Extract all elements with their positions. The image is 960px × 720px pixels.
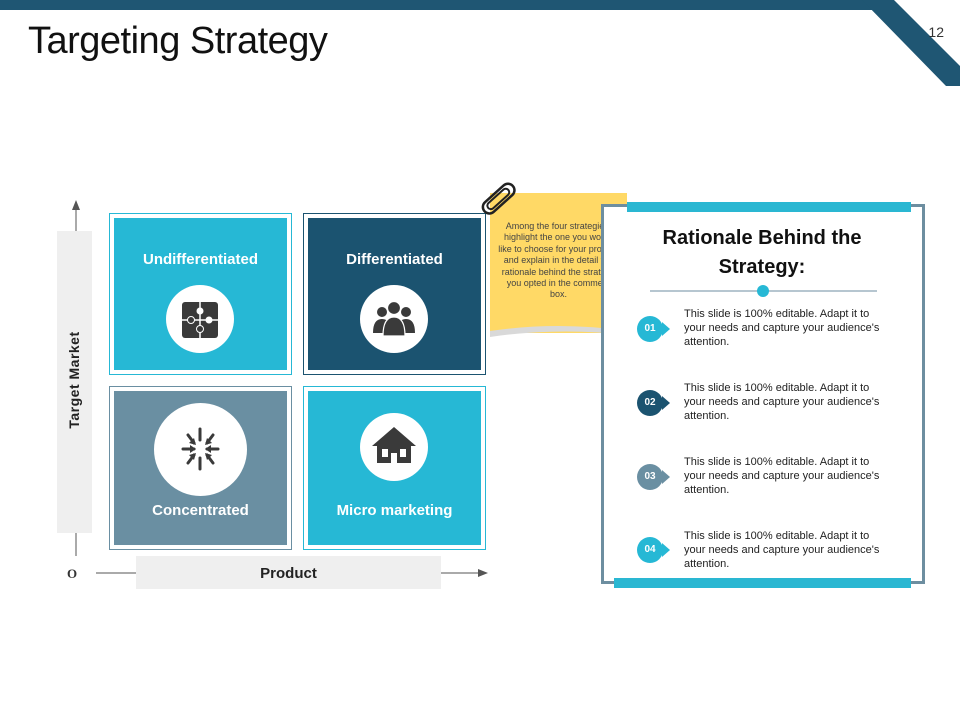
note-curl bbox=[490, 326, 628, 337]
house-icon bbox=[360, 413, 428, 481]
page-title: Targeting Strategy bbox=[28, 20, 328, 62]
slide-number: 12 bbox=[928, 24, 944, 40]
x-axis-label: Product bbox=[260, 565, 317, 582]
panel-title: Rationale Behind the Strategy: bbox=[662, 227, 862, 278]
tile-undifferentiated[interactable]: Undifferentiated bbox=[114, 218, 287, 370]
origin-label: O bbox=[67, 566, 78, 581]
list-item-text: This slide is 100% editable. Adapt it to… bbox=[684, 308, 880, 348]
note-text: Among the four strategies, highlight the… bbox=[498, 221, 619, 300]
list-item-text: This slide is 100% editable. Adapt it to… bbox=[684, 530, 880, 570]
puzzle-icon bbox=[166, 285, 234, 353]
tile-label: Undifferentiated bbox=[142, 251, 258, 268]
paperclip-icon bbox=[481, 182, 516, 215]
tile-frame-differentiated bbox=[303, 213, 486, 375]
item-number-badge: 04 bbox=[637, 537, 663, 563]
arrow-icon bbox=[662, 396, 670, 410]
panel-top-strip bbox=[627, 202, 911, 212]
item-number-badge: 03 bbox=[637, 464, 663, 490]
tile-differentiated[interactable]: Differentiated bbox=[308, 218, 481, 370]
list-item-text: This slide is 100% editable. Adapt it to… bbox=[684, 456, 880, 496]
item-number-badge: 02 bbox=[637, 390, 663, 416]
converging-arrows-icon bbox=[154, 403, 247, 496]
tile-micro-marketing[interactable]: Micro marketing bbox=[308, 391, 481, 545]
tile-frame-undifferentiated bbox=[109, 213, 292, 375]
people-group-icon bbox=[360, 285, 428, 353]
item-number-badge: 01 bbox=[637, 316, 663, 342]
tile-label: Differentiated bbox=[346, 251, 443, 268]
y-axis-box bbox=[57, 231, 92, 533]
title-divider bbox=[650, 285, 877, 297]
arrow-icon bbox=[662, 322, 670, 336]
corner-decoration bbox=[862, 0, 960, 86]
x-axis-box bbox=[136, 556, 441, 589]
y-axis-label: Target Market bbox=[66, 331, 82, 429]
arrow-icon bbox=[662, 543, 670, 557]
list-item-text: This slide is 100% editable. Adapt it to… bbox=[684, 382, 880, 422]
header-bar bbox=[0, 0, 890, 10]
tile-label: Concentrated bbox=[152, 502, 249, 519]
tile-label: Micro marketing bbox=[336, 502, 453, 519]
panel-bottom-strip bbox=[614, 578, 911, 588]
tile-frame-micro-marketing bbox=[303, 386, 486, 550]
arrow-icon bbox=[662, 470, 670, 484]
tile-concentrated[interactable]: Concentrated bbox=[114, 391, 287, 545]
tile-frame-concentrated bbox=[109, 386, 292, 550]
